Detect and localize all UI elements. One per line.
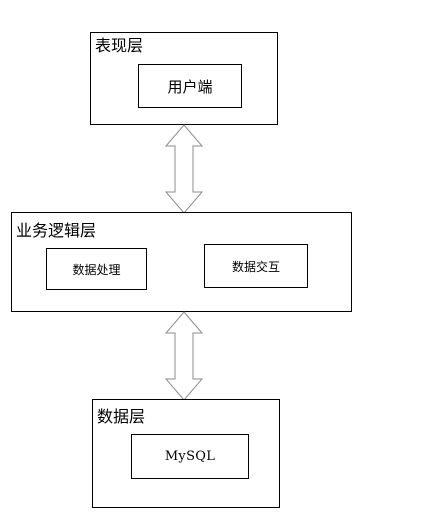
bidirectional-arrow-top <box>164 124 204 214</box>
data-processing-label: 数据处理 <box>72 262 121 277</box>
arrow-shape-bottom <box>164 311 204 401</box>
data-layer: 数据层 MySQL <box>92 399 280 508</box>
data-processing-box: 数据处理 <box>46 248 147 290</box>
client-box: 用户端 <box>138 64 242 108</box>
business-logic-layer-label: 业务逻辑层 <box>16 221 97 240</box>
data-interaction-box: 数据交互 <box>204 244 308 288</box>
data-interaction-label: 数据交互 <box>231 259 280 274</box>
client-label: 用户端 <box>167 77 213 96</box>
presentation-layer: 表现层 用户端 <box>90 32 278 125</box>
bidirectional-arrow-bottom <box>164 311 204 401</box>
mysql-label: MySQL <box>164 449 216 464</box>
presentation-layer-label: 表现层 <box>95 36 144 55</box>
data-layer-label: 数据层 <box>97 407 146 426</box>
business-logic-layer: 业务逻辑层 数据处理 数据交互 <box>11 212 352 312</box>
arrow-shape-top <box>164 124 204 214</box>
mysql-box: MySQL <box>131 434 249 479</box>
